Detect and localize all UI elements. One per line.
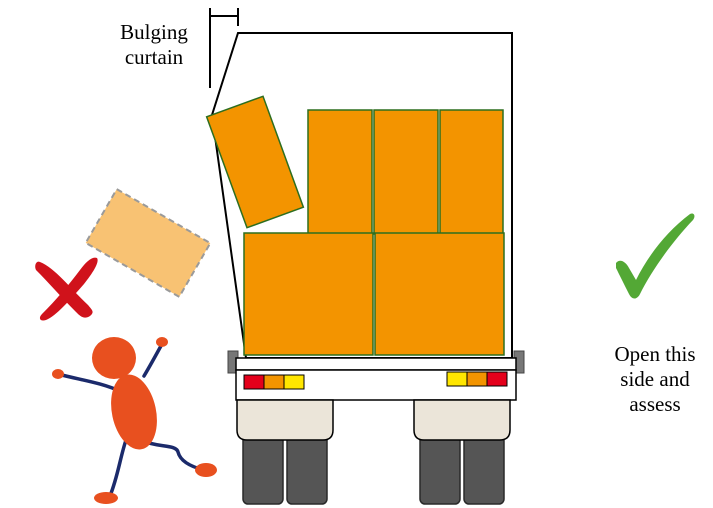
- cargo-box-bottom-1: [244, 233, 373, 355]
- tail-light-left: [244, 375, 304, 389]
- falling-person: [52, 337, 217, 504]
- person-body: [105, 370, 164, 453]
- mudflap-right: [414, 400, 510, 440]
- cargo-box-bottom-2: [375, 233, 504, 355]
- cargo-box-top-1: [308, 110, 372, 234]
- bulging-curtain-line-1: Bulging: [98, 20, 210, 45]
- person-foot: [195, 463, 217, 477]
- mudflaps: [237, 400, 510, 440]
- tail-light-right: [447, 372, 507, 386]
- open-side-label: Open this side and assess: [597, 342, 713, 417]
- open-side-line-2: side and: [597, 367, 713, 392]
- person-hand: [156, 337, 168, 347]
- cargo-box-top-2: [374, 110, 438, 234]
- falling-box: [86, 189, 211, 297]
- check-icon: [616, 213, 694, 298]
- person-foot: [94, 492, 118, 504]
- cargo-box-top-3: [440, 110, 503, 234]
- mudflap-left: [237, 400, 333, 440]
- open-side-line-1: Open this: [597, 342, 713, 367]
- cross-icon: [35, 258, 97, 321]
- person-hand: [52, 369, 64, 379]
- cargo-boxes: [207, 96, 504, 355]
- bulging-curtain-label: Bulging curtain: [98, 20, 210, 70]
- open-side-line-3: assess: [597, 392, 713, 417]
- person-head: [92, 337, 136, 379]
- bulging-curtain-line-2: curtain: [98, 45, 210, 70]
